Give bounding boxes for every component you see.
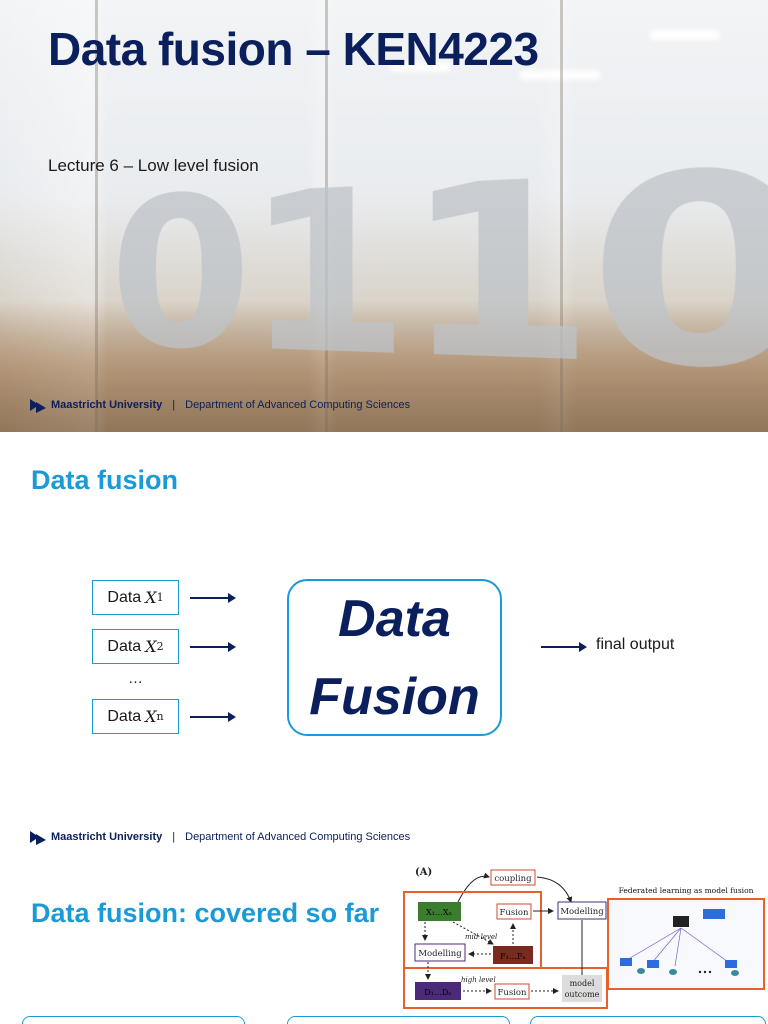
- fusion-line-1: Data: [338, 580, 451, 658]
- input-variable: X: [145, 588, 156, 607]
- ellipsis: …: [128, 670, 143, 687]
- database-icon: [669, 969, 677, 975]
- fusion-top-label: Fusion: [499, 908, 529, 918]
- input-subscript: 2: [157, 640, 164, 653]
- input-data-box: Data Xn: [92, 699, 179, 734]
- x-block-label: X₁…Xₙ: [426, 908, 453, 917]
- data-fusion-slide: Data fusion Data X1 Data X2 … Data Xn Da…: [0, 432, 768, 864]
- input-arrow: [190, 716, 234, 718]
- modelling-left-label: Modelling: [418, 949, 462, 959]
- database-icon: [731, 970, 739, 976]
- input-label: Data: [107, 638, 141, 656]
- ellipsis-dot: [704, 971, 706, 973]
- slide-title: Data fusion: covered so far: [31, 898, 379, 929]
- input-data-box: Data X1: [92, 580, 179, 615]
- ellipsis-dot: [709, 971, 711, 973]
- data-fusion-box: Data Fusion: [287, 579, 502, 736]
- footer-university: Maastricht University: [51, 399, 162, 411]
- mid-level-label: mid level: [465, 933, 497, 941]
- title-slide: 0110010101100110 Data fusion – KEN4223 L…: [0, 0, 768, 432]
- input-data-box: Data X2: [92, 629, 179, 664]
- final-output-label: final output: [596, 636, 674, 654]
- federated-panel: [608, 899, 764, 989]
- covered-so-far-slide: Data fusion: covered so far (A) coupling…: [0, 864, 768, 1024]
- input-subscript: 1: [157, 591, 164, 604]
- coupling-label: coupling: [494, 874, 532, 884]
- input-subscript: n: [157, 710, 164, 723]
- f-block-label: F₁…Fₙ: [500, 952, 526, 961]
- fusion-levels-diagram: (A) coupling X₁…Xₙ Fusion Modelling mid …: [403, 864, 768, 1024]
- fusion-bottom-label: Fusion: [497, 988, 527, 998]
- input-variable: X: [145, 637, 156, 656]
- input-variable: X: [145, 707, 156, 726]
- coupling-arrow: [537, 877, 571, 902]
- client-badge: [620, 958, 632, 966]
- content-card: [22, 1016, 245, 1024]
- input-label: Data: [107, 708, 141, 726]
- slide-footer: Maastricht University | Department of Ad…: [30, 397, 410, 413]
- client-badge: [647, 960, 659, 968]
- footer-department: Department of Advanced Computing Science…: [185, 831, 410, 843]
- federated-title: Federated learning as model fusion: [619, 886, 754, 895]
- input-label: Data: [107, 589, 141, 607]
- slide-footer: Maastricht University | Department of Ad…: [30, 829, 410, 845]
- server-icon: [673, 916, 689, 927]
- high-level-label: high level: [461, 976, 496, 984]
- footer-department: Department of Advanced Computing Science…: [185, 399, 410, 411]
- output-arrow: [541, 646, 585, 648]
- footer-university: Maastricht University: [51, 831, 162, 843]
- slide-subtitle: Lecture 6 – Low level fusion: [48, 156, 259, 176]
- model-outcome-label-2: outcome: [565, 990, 600, 999]
- coupling-arrow: [458, 876, 489, 902]
- ceiling-light: [650, 30, 720, 40]
- ellipsis-dot: [699, 971, 701, 973]
- aggregator-badge: [703, 909, 725, 919]
- model-outcome-label-1: model: [570, 979, 595, 988]
- database-icon: [637, 968, 645, 974]
- university-logo-icon: [30, 829, 46, 845]
- slide-title: Data fusion: [31, 465, 178, 496]
- input-arrow: [190, 646, 234, 648]
- footer-separator: |: [172, 399, 175, 411]
- modelling-right-label: Modelling: [560, 907, 604, 917]
- university-logo-icon: [30, 397, 46, 413]
- client-badge: [725, 960, 737, 968]
- footer-separator: |: [172, 831, 175, 843]
- fusion-line-2: Fusion: [309, 658, 479, 736]
- input-arrow: [190, 597, 234, 599]
- d-block-label: D₁…Dₙ: [424, 988, 452, 997]
- slide-title: Data fusion – KEN4223: [48, 22, 539, 76]
- panel-label: (A): [415, 867, 432, 878]
